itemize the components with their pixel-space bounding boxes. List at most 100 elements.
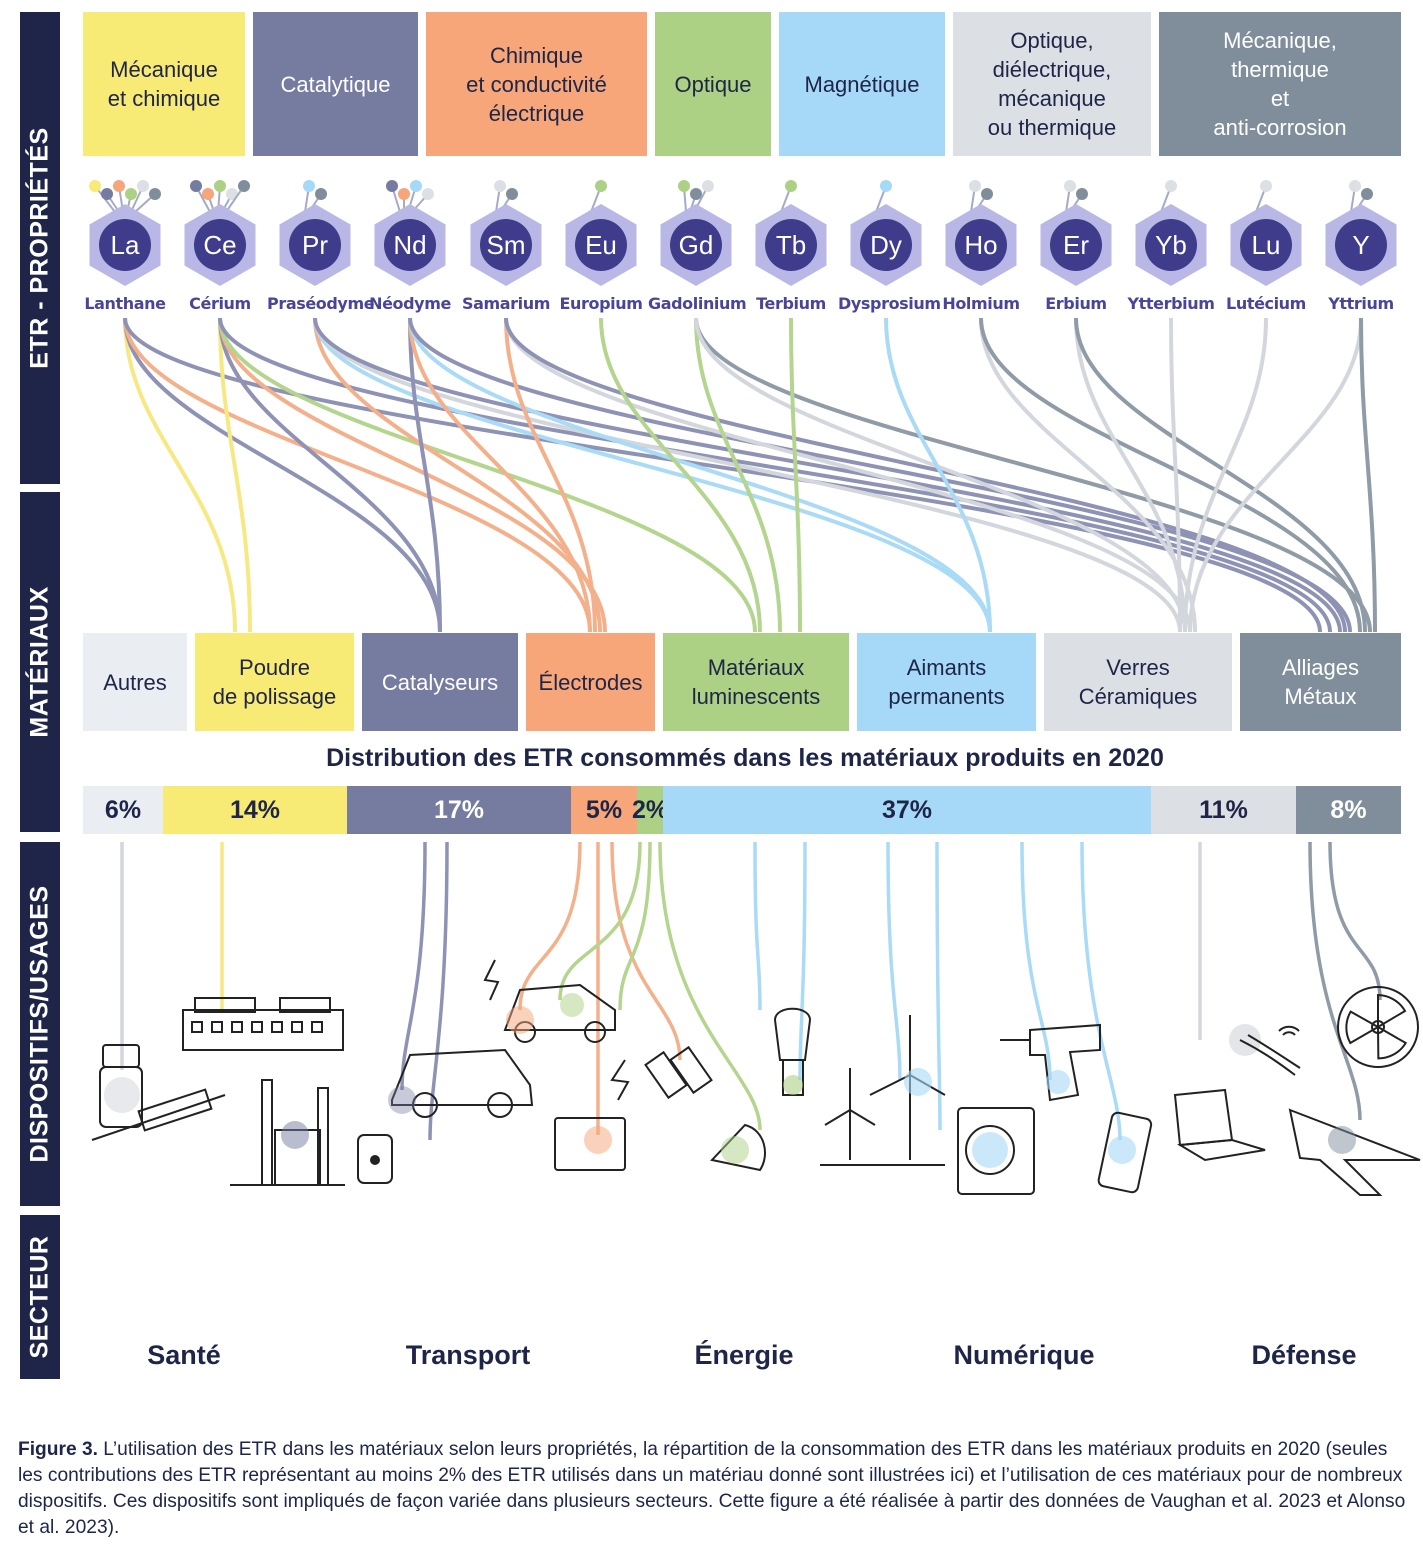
element-symbol: Lu xyxy=(1252,230,1281,260)
material-device-link xyxy=(618,841,652,1011)
segment-label: 8% xyxy=(1330,795,1367,824)
figure-caption: Figure 3. L’utilisation des ETR dans les… xyxy=(18,1437,1408,1541)
laptop-icon xyxy=(1173,1088,1266,1162)
element-europium: Eu xyxy=(565,180,637,286)
electric-car-icon xyxy=(503,983,616,1043)
car-battery-icon xyxy=(554,1117,626,1171)
distribution-segment-catalyseurs: 17% xyxy=(347,786,571,834)
element-symbol: Er xyxy=(1063,230,1089,260)
element-material-link xyxy=(884,317,992,633)
segment-label: 11% xyxy=(1199,795,1248,824)
element-symbol: Pr xyxy=(302,230,328,260)
element-name-y: Yttrium xyxy=(1328,294,1394,313)
element-name-tb: Terbium xyxy=(756,294,826,313)
element-symbol: Tb xyxy=(776,230,806,260)
segment-label: 5% xyxy=(585,795,623,824)
washing-machine-icon xyxy=(957,1107,1035,1195)
property-chimique-conductivite: Chimique et conductivité électrique xyxy=(426,12,647,156)
oil-barrel-icon xyxy=(357,1134,393,1184)
element-material-link xyxy=(218,317,442,633)
element-symbol: Nd xyxy=(393,230,426,260)
material-electrodes: Électrodes xyxy=(526,633,655,731)
element-name-eu: Europium xyxy=(559,294,643,313)
distribution-segment-autres: 6% xyxy=(83,786,163,834)
element-material-link xyxy=(789,317,802,633)
element-name-er: Erbium xyxy=(1045,294,1107,313)
material-luminescents: Matériaux luminescents xyxy=(663,633,849,731)
segment-label: 14% xyxy=(229,795,281,824)
element-symbol: Yb xyxy=(1155,230,1187,260)
element-material-link xyxy=(1183,317,1268,633)
element-name-nd: Néodyme xyxy=(369,294,451,313)
distribution-title: Distribution des ETR consommés dans les … xyxy=(326,744,1164,772)
material-device-link xyxy=(610,841,682,1061)
element-cérium: Ce xyxy=(184,180,256,286)
element-gadolinium: Gd xyxy=(660,180,732,286)
material-device-link xyxy=(935,841,942,1131)
element-symbol: Eu xyxy=(585,230,617,260)
material-poudre-polissage: Poudre de polissage xyxy=(195,633,354,731)
distribution-segment-luminescents: 2% xyxy=(632,786,668,834)
element-yttrium: Y xyxy=(1325,180,1397,286)
element-lanthane: La xyxy=(89,180,161,286)
material-device-link xyxy=(1328,841,1382,1001)
element-néodyme: Nd xyxy=(374,180,446,286)
element-ytterbium: Yb xyxy=(1135,180,1207,286)
material-device-link xyxy=(886,841,902,1081)
element-symbol: Ho xyxy=(964,230,997,260)
factory-buildings-icon xyxy=(182,997,344,1051)
element-name-ce: Cérium xyxy=(189,294,251,313)
element-material-link xyxy=(218,317,757,633)
property-mecanique-chimique: Mécanique et chimique xyxy=(83,12,245,156)
drill-icon xyxy=(1000,1023,1101,1102)
distribution-segment-verres: 11% xyxy=(1151,786,1296,834)
radiation-icon xyxy=(1337,986,1419,1068)
property-mecanique-thermique: Mécanique, thermique et anti-corrosion xyxy=(1159,12,1401,156)
property-optique: Optique xyxy=(655,12,771,156)
material-device-link xyxy=(558,841,642,1001)
segment-label: 6% xyxy=(104,795,142,824)
element-symbol: Y xyxy=(1352,230,1369,260)
cfl-bulb-icon xyxy=(773,1007,812,1096)
element-material-link xyxy=(1169,317,1182,633)
element-material-link xyxy=(123,317,442,633)
material-device-link xyxy=(753,841,762,1011)
material-catalyseurs: Catalyseurs xyxy=(362,633,518,731)
element-material-link xyxy=(313,317,992,633)
material-device-link xyxy=(1308,841,1362,1121)
material-device-link xyxy=(1020,841,1052,1081)
smartphone-icon xyxy=(1097,1111,1153,1194)
band-etr-proprietes: ETR - PROPRIÉTÉS xyxy=(20,12,60,484)
distribution-segment-aimants: 37% xyxy=(663,786,1151,834)
element-material-link xyxy=(1359,317,1377,633)
element-material-link xyxy=(408,317,592,633)
element-symbol: Dy xyxy=(870,230,902,260)
segment-label: 17% xyxy=(433,795,485,824)
element-material-link xyxy=(123,317,592,633)
distribution-segment-alliages: 8% xyxy=(1296,786,1401,834)
element-holmium: Ho xyxy=(945,180,1017,286)
sector-energie: Énergie xyxy=(694,1340,794,1370)
element-name-gd: Gadolinium xyxy=(648,294,747,313)
element-name-yb: Ytterbium xyxy=(1127,294,1215,313)
syringe-icon xyxy=(91,1088,226,1141)
element-material-link xyxy=(313,317,1182,633)
band-secteur: SECTEUR xyxy=(20,1215,60,1379)
sector-sante: Santé xyxy=(147,1340,221,1370)
element-dysprosium: Dy xyxy=(850,180,922,286)
element-symbol: Ce xyxy=(203,230,236,260)
distribution-segment-electrodes: 5% xyxy=(571,786,637,834)
vial-icon xyxy=(99,1044,143,1128)
material-alliages-metaux: Alliages Métaux xyxy=(1240,633,1401,731)
fighter-jet-icon xyxy=(1288,1108,1421,1196)
material-verres-ceramiques: Verres Céramiques xyxy=(1044,633,1232,731)
element-material-link xyxy=(313,317,1342,633)
element-name-lu: Lutécium xyxy=(1226,294,1306,313)
property-optique-dielectrique: Optique, diélectrique, mécanique ou ther… xyxy=(953,12,1151,156)
distribution-segment-polissage: 14% xyxy=(163,786,347,834)
element-terbium: Tb xyxy=(755,180,827,286)
element-lutécium: Lu xyxy=(1230,180,1302,286)
segment-label: 37% xyxy=(881,795,933,824)
